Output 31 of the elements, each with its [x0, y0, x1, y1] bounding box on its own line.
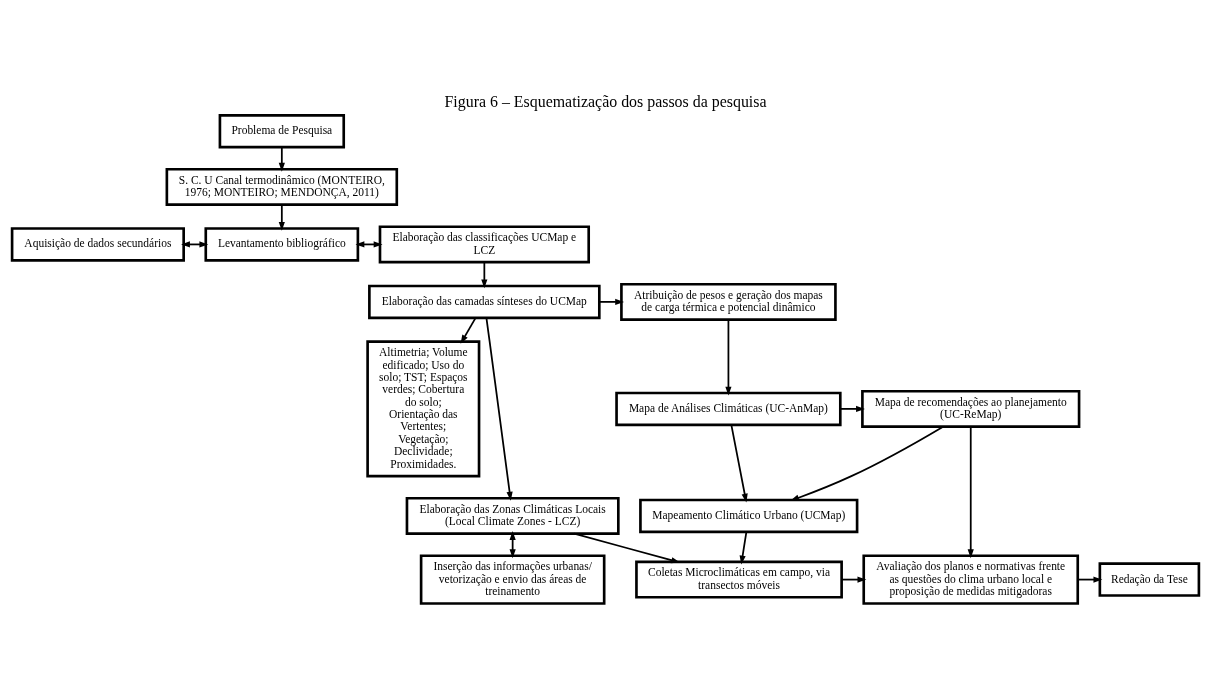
- arrow: [598, 298, 625, 305]
- node-box: Mapeamento Climático Urbano (UCMap): [639, 498, 859, 533]
- arrow: [481, 260, 488, 288]
- node-box: Elaboração das Zonas Climáticas Locais (Local Climate Zones - LCZ): [405, 496, 620, 535]
- node-box: Redação da Tese: [1098, 561, 1201, 597]
- node-box: S. C. U Canal termodinâmico (MONTEIRO, 1976; MONTEIRO; MENDONÇA, 2011): [165, 167, 399, 206]
- node-box: Problema de Pesquisa: [218, 113, 346, 148]
- node-box: Aquisição de dados secundários: [10, 226, 185, 262]
- node-box: Coletas Microclimáticas em campo, via transectos móveis: [635, 560, 843, 599]
- arrow: [573, 532, 681, 563]
- arrow: [460, 316, 477, 344]
- node-box: Altimetria; Volume edificado; Uso do solo; TST; Espaços verdes; Cobertura do solo; Orientação das Vertentes; Vegetação; Declividade; Proximidades.: [366, 339, 481, 477]
- arrow: [725, 318, 732, 396]
- node-box: Inserção das informações urbanas/ vetorização e envio das áreas de treinamento: [419, 553, 606, 605]
- diagram-title: Figura 6 – Esquematização dos passos da pesquisa: [444, 92, 767, 110]
- node-box: Mapa de Análises Climáticas (UC-AnMap): [615, 391, 842, 426]
- arrow: [485, 316, 513, 501]
- arrow: [509, 530, 516, 558]
- arrow: [839, 405, 865, 412]
- arrow: [790, 425, 944, 501]
- arrow: [278, 146, 285, 172]
- node-box: Elaboração das classificações UCMap e LCZ: [378, 224, 591, 263]
- node-box: Atribuição de pesos e geração dos mapas de carga térmica e potencial dinâmico: [620, 282, 837, 321]
- node-box: Elaboração das camadas sínteses do UCMap: [368, 284, 601, 319]
- node-box: Mapa de recomendações ao planejamento (UC-ReMap): [861, 389, 1081, 428]
- arrow: [739, 530, 748, 564]
- arrow: [730, 423, 748, 503]
- node-box: Levantamento bibliográfico: [204, 226, 360, 262]
- arrow: [967, 425, 974, 558]
- node-box: Avaliação dos planos e normativas frente as questões do clima urbano local e proposição de medidas mitigadoras: [862, 553, 1080, 605]
- arrow: [278, 203, 285, 231]
